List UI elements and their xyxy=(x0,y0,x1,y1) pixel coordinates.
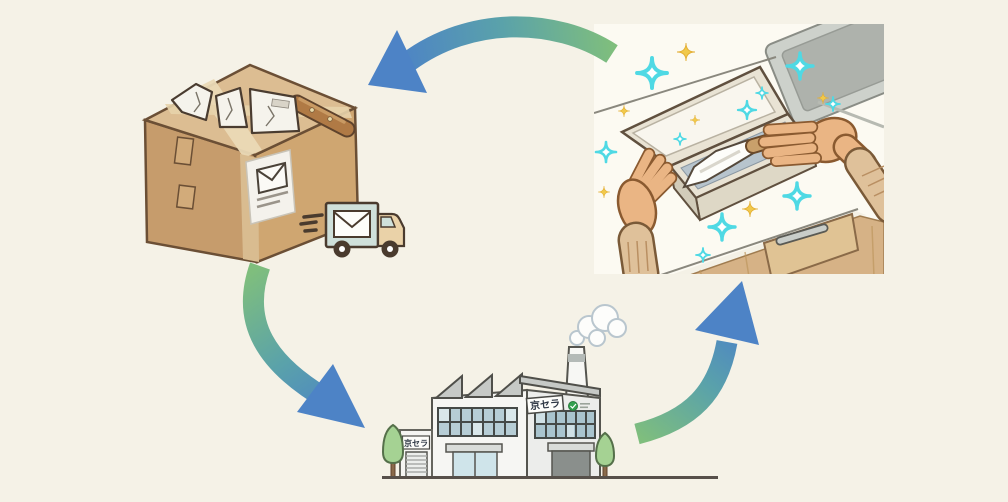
cycle-arrows xyxy=(242,16,759,445)
kitchen-panel xyxy=(594,24,884,274)
envelope-icon xyxy=(255,161,289,195)
factory-windows-left xyxy=(437,407,518,437)
truck-window xyxy=(380,216,397,228)
label-line xyxy=(256,199,281,209)
smoke-icon xyxy=(569,304,627,347)
broken-knife xyxy=(170,82,356,138)
arrow-box-to-factory xyxy=(242,262,365,428)
right-fingers xyxy=(757,120,822,167)
factory-door-left xyxy=(445,443,503,478)
blade-stamp xyxy=(271,98,290,109)
right-forearm xyxy=(832,133,884,223)
kitchen-sink-icon xyxy=(764,24,884,128)
factory-building: 京セラ xyxy=(431,371,601,478)
blade-cracks xyxy=(193,91,275,127)
annex-building: 京セラ xyxy=(399,429,433,478)
truck-wheel-hub xyxy=(339,246,345,252)
roof-parapet xyxy=(519,374,601,398)
blade-reflection xyxy=(699,149,741,174)
annex-sign: 京セラ xyxy=(401,435,431,450)
wood-grain-lines xyxy=(699,225,875,274)
shipping-label xyxy=(245,149,296,225)
drawer-handle xyxy=(775,223,829,246)
counter-back-edge xyxy=(594,56,777,114)
tree-right xyxy=(594,431,616,478)
sawtooth-roof xyxy=(433,371,523,399)
truck-wheel-hub xyxy=(387,246,393,252)
factory-scene: 京セラ 京セラ xyxy=(381,304,718,479)
arrow-factory-to-panel xyxy=(634,281,759,445)
drawer-front xyxy=(762,212,860,274)
left-sleeve-cuff xyxy=(617,221,660,274)
right-hand xyxy=(757,116,884,223)
box-scene xyxy=(141,63,406,264)
label-line xyxy=(256,190,289,202)
envelope-icon xyxy=(333,210,371,238)
svg-text:京セラ: 京セラ xyxy=(530,397,561,413)
eco-badge-icon xyxy=(568,401,590,411)
knife-handle xyxy=(288,94,356,138)
sink-front-edge xyxy=(817,100,884,129)
case-lid-inner xyxy=(631,76,777,157)
cabinet xyxy=(660,208,884,274)
left-hand xyxy=(616,147,678,274)
tree-left xyxy=(381,423,405,478)
factory-main-sign: 京セラ xyxy=(525,394,565,415)
shutter-door xyxy=(405,451,428,478)
factory-windows-right xyxy=(534,410,596,439)
delivery-truck xyxy=(299,201,406,258)
speed-lines xyxy=(299,213,324,233)
blade-pieces xyxy=(170,82,301,135)
box-tape-tabs xyxy=(173,136,197,210)
arrow-panel-to-box xyxy=(368,16,618,93)
svg-text:京セラ: 京セラ xyxy=(404,438,428,448)
factory-door-right xyxy=(547,442,595,478)
